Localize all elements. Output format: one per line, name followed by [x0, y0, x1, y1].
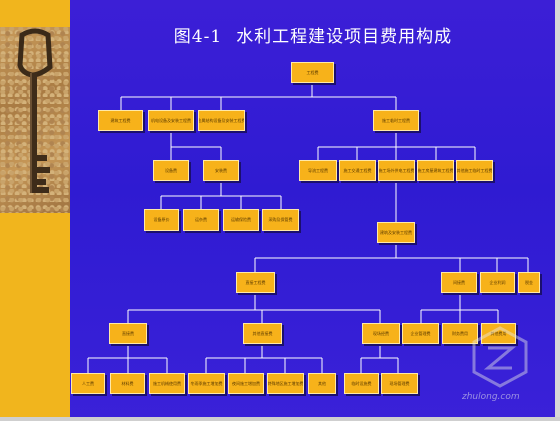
slide-title: 图4-1 水利工程建设项目费用构成	[70, 22, 556, 47]
node-site-management: 现场管理费	[381, 373, 418, 394]
title-text: 水利工程建设项目费用构成	[236, 27, 453, 47]
node-site-expense: 现场经费	[362, 323, 400, 344]
node-enterprise-profit: 企业利润	[480, 272, 515, 293]
node-transport-insurance: 运输保险费	[223, 209, 259, 231]
node-external-power: 施工场外供电工程费	[378, 160, 415, 181]
node-other-fee: 其他费用	[481, 323, 516, 344]
node-temp-facilities: 临时设施费	[344, 373, 379, 394]
node-other: 其他	[308, 373, 336, 394]
node-equipment-price: 设备原价	[144, 209, 179, 231]
node-building-cost: 建筑工程费	[98, 110, 143, 131]
node-other-temp-works: 其他施工临时工程费	[456, 160, 493, 181]
node-material-cost: 材料费	[110, 373, 145, 394]
node-other-direct-cost: 其他直接费	[243, 323, 282, 344]
node-machinery-cost: 施工机械使用费	[149, 373, 185, 394]
key-icon	[17, 28, 53, 193]
antique-key-image	[0, 27, 70, 213]
node-night-work-cost: 夜间施工增加费	[228, 373, 264, 394]
node-management-fee: 企业管理费	[402, 323, 439, 344]
watermark-logo-icon	[472, 326, 528, 388]
bottom-edge-border	[0, 417, 560, 421]
node-construction-traffic: 施工交通工程费	[339, 160, 376, 181]
figure-number: 图4-1	[173, 27, 223, 47]
right-edge-border	[555, 0, 560, 421]
node-root: 工程费	[291, 62, 334, 83]
node-temp-works-cost: 施工临时工程费	[373, 110, 419, 131]
node-diversion-works: 导流工程费	[299, 160, 337, 181]
node-equipment-cost: 设备费	[153, 160, 189, 181]
node-tax: 税金	[518, 272, 540, 293]
node-winter-rain-cost: 冬雨季施工增加费	[188, 373, 225, 394]
node-housing-works: 施工房屋建筑工程费	[417, 160, 454, 181]
node-direct-engineering-cost: 直接工程费	[236, 272, 275, 293]
node-mech-install-cost: 机电设备及安装工程费	[148, 110, 194, 131]
node-install-cost: 安装费	[203, 160, 239, 181]
node-direct-cost: 直接费	[109, 323, 147, 344]
node-indirect-cost: 间接费	[441, 272, 477, 293]
watermark-text: zhulong.com	[462, 392, 520, 402]
node-special-area-cost: 特殊地区施工增加费	[267, 373, 304, 394]
node-building-install-cost: 建筑及安装工程费	[377, 222, 415, 243]
node-metal-install-cost: 金属结构设备及安装工程费	[198, 110, 245, 131]
node-finance-cost: 财务费用	[442, 323, 478, 344]
node-labor-cost: 人工费	[71, 373, 105, 394]
node-procurement-storage: 采购及保管费	[262, 209, 299, 231]
node-freight: 运杂费	[183, 209, 219, 231]
